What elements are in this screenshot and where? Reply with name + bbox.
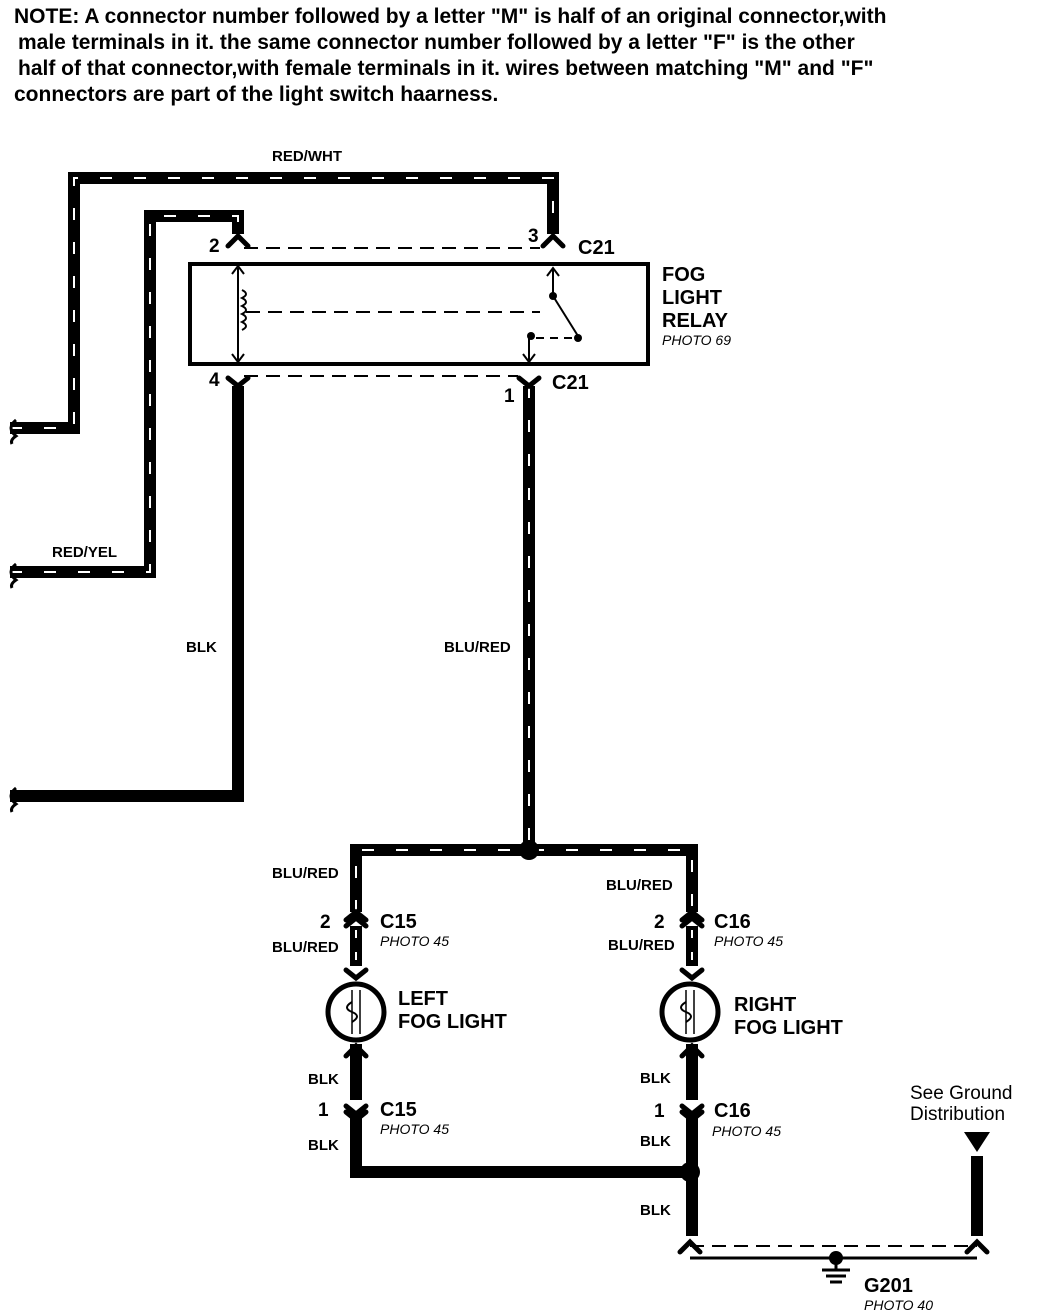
note-line-1: NOTE: A connector number followed by a l…	[14, 5, 887, 28]
relay-title-line-2: LIGHT	[662, 287, 722, 309]
ground-reference-line-2[interactable]: Distribution	[910, 1104, 1005, 1125]
splice-blu-red	[519, 840, 539, 860]
relay-dashed-leads	[244, 247, 540, 377]
relay-pin-4: 4	[209, 370, 220, 391]
label-blk-relay: BLK	[186, 639, 217, 656]
label-red-wht: RED/WHT	[272, 148, 342, 165]
relay-contact-a	[549, 292, 557, 300]
label-blu-red-main: BLU/RED	[444, 639, 511, 656]
wire-end-marks	[9, 418, 19, 813]
relay-internals	[231, 264, 579, 364]
relay-pin-2: 2	[209, 236, 220, 257]
right-connector-bottom-photo: PHOTO 45	[712, 1123, 781, 1139]
label-blk-right-top: BLK	[640, 1070, 671, 1087]
label-blk-right-bottom: BLK	[640, 1133, 671, 1150]
right-connector-top-photo: PHOTO 45	[714, 933, 783, 949]
label-blu-red-left-bottom: BLU/RED	[272, 939, 339, 956]
label-blu-red-right-top: BLU/RED	[606, 877, 673, 894]
right-connector-bottom-pin: 1	[654, 1101, 665, 1122]
left-fog-light-bulb[interactable]	[325, 981, 387, 1043]
wire-red-yel	[10, 210, 244, 578]
relay-photo: PHOTO 69	[662, 332, 731, 348]
right-fog-light-bulb[interactable]	[659, 981, 721, 1043]
relay-contact-c	[527, 332, 535, 340]
relay-connector-top: C21	[578, 237, 615, 259]
left-connector-bottom-photo: PHOTO 45	[380, 1121, 449, 1137]
left-connector-bottom: C15	[380, 1099, 417, 1121]
ground-reference-line-1[interactable]: See Ground	[910, 1083, 1012, 1104]
label-blk-left-top: BLK	[308, 1071, 339, 1088]
relay-pin-3: 3	[528, 226, 539, 247]
ground-name: G201	[864, 1275, 913, 1297]
label-blk-left-bottom: BLK	[308, 1137, 339, 1154]
left-light-name-line-2: FOG LIGHT	[398, 1011, 507, 1033]
relay-title-line-3: RELAY	[662, 310, 729, 332]
right-light-name-line-1: RIGHT	[734, 994, 796, 1016]
relay-title-line-1: FOG	[662, 264, 705, 286]
splice-blk	[680, 1162, 700, 1182]
relay-connector-bottom: C21	[552, 372, 589, 394]
wire-red-wht	[10, 172, 559, 434]
relay-pin-1: 1	[504, 386, 515, 407]
left-connector-top-photo: PHOTO 45	[380, 933, 449, 949]
ground-reference-arrow-icon	[964, 1132, 990, 1152]
ground-photo: PHOTO 40	[864, 1297, 933, 1313]
fog-light-relay-box[interactable]	[188, 262, 650, 366]
label-red-yel: RED/YEL	[52, 544, 117, 561]
label-blu-red-right-bottom: BLU/RED	[608, 937, 675, 954]
wire-blk-relay	[10, 386, 244, 802]
right-light-name-line-2: FOG LIGHT	[734, 1017, 843, 1039]
left-light-name-line-1: LEFT	[398, 988, 448, 1010]
left-connector-top: C15	[380, 911, 417, 933]
right-connector-top-pin: 2	[654, 912, 665, 933]
note-line-3: half of that connector,with female termi…	[18, 57, 874, 80]
label-blu-red-left-top: BLU/RED	[272, 865, 339, 882]
label-blk-ground: BLK	[640, 1202, 671, 1219]
right-connector-top: C16	[714, 911, 751, 933]
note-text: NOTE: A connector number followed by a l…	[14, 4, 1024, 108]
ground-g201-splice	[829, 1251, 843, 1265]
relay-contact-b	[574, 334, 582, 342]
left-connector-bottom-pin: 1	[318, 1100, 329, 1121]
connector-forks	[225, 232, 990, 1255]
note-line-4: connectors are part of the light switch …	[14, 83, 499, 106]
wire-blk-lights	[350, 1044, 983, 1236]
note-line-2: male terminals in it. the same connector…	[18, 31, 855, 54]
left-connector-top-pin: 2	[320, 912, 331, 933]
right-connector-bottom: C16	[714, 1100, 751, 1122]
